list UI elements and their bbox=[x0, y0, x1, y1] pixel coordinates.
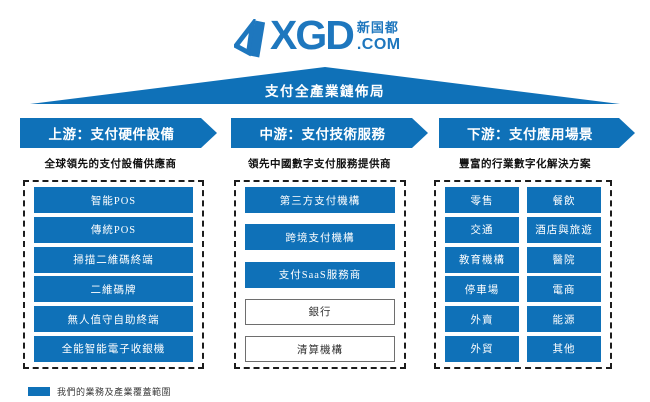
downstream-item: 外賣 bbox=[445, 306, 519, 333]
subtitle-midstream: 領先中國數字支付服務提供商 bbox=[248, 158, 391, 170]
downstream-row: 零售 餐飲 bbox=[445, 187, 601, 213]
downstream-item: 醫院 bbox=[527, 246, 601, 273]
midstream-partner-item: 清算機構 bbox=[245, 336, 395, 362]
downstream-item: 其他 bbox=[527, 335, 601, 362]
legend: 我們的業務及產業覆蓋範圍 bbox=[28, 385, 171, 398]
upstream-item: 智能POS bbox=[34, 187, 193, 213]
banner-title: 支付全產業鏈佈局 bbox=[265, 84, 385, 99]
upstream-item: 掃描二維碼終端 bbox=[34, 246, 193, 273]
downstream-item: 酒店與旅遊 bbox=[527, 216, 601, 243]
midstream-item: 跨境支付機構 bbox=[245, 224, 395, 251]
midstream-item-stack: 第三方支付機構 跨境支付機構 支付SaaS服務商 銀行 清算機構 bbox=[245, 187, 395, 362]
midstream-item: 第三方支付機構 bbox=[245, 187, 395, 213]
subtitle-downstream: 豐富的行業數字化解決方案 bbox=[459, 158, 591, 170]
banner-roof: 支付全產業鏈佈局 bbox=[30, 67, 620, 104]
downstream-row: 交通 酒店與旅遊 bbox=[445, 216, 601, 243]
downstream-row: 外賣 能源 bbox=[445, 306, 601, 333]
downstream-item-grid: 零售 餐飲 交通 酒店與旅遊 教育機構 醫院 停車場 電商 外賣 能源 外貿 其… bbox=[445, 187, 601, 362]
midstream-group-box: 第三方支付機構 跨境支付機構 支付SaaS服務商 銀行 清算機構 bbox=[234, 180, 406, 369]
downstream-item: 停車場 bbox=[445, 276, 519, 303]
downstream-item: 能源 bbox=[527, 306, 601, 333]
downstream-row: 外貿 其他 bbox=[445, 335, 601, 362]
xgd-logo: XGD 新国都 .COM bbox=[234, 14, 401, 59]
legend-label: 我們的業務及產業覆蓋範圍 bbox=[57, 387, 172, 397]
header-downstream: 下游：支付應用場景 bbox=[439, 118, 635, 148]
downstream-item: 外貿 bbox=[445, 335, 519, 362]
downstream-row: 停車場 電商 bbox=[445, 276, 601, 303]
logo-brand-text: XGD bbox=[270, 12, 355, 58]
subtitle-upstream: 全球領先的支付設備供應商 bbox=[44, 158, 177, 170]
downstream-row: 教育機構 醫院 bbox=[445, 246, 601, 273]
logo-domain-text: .COM bbox=[356, 36, 401, 53]
downstream-item: 餐飲 bbox=[527, 187, 601, 213]
header-midstream: 中游：支付技術服務 bbox=[231, 118, 428, 148]
midstream-item: 支付SaaS服務商 bbox=[245, 261, 395, 288]
upstream-item: 傳統POS bbox=[34, 216, 193, 243]
downstream-item: 零售 bbox=[445, 187, 519, 213]
header-upstream: 上游：支付硬件設備 bbox=[20, 118, 217, 148]
legend-color-swatch bbox=[28, 387, 50, 396]
upstream-item: 二維碼牌 bbox=[34, 276, 193, 303]
midstream-partner-item: 銀行 bbox=[245, 298, 395, 325]
upstream-group-box: 智能POS 傳統POS 掃描二維碼終端 二維碼牌 無人值守自助終端 全能智能電子… bbox=[23, 180, 204, 369]
downstream-item: 交通 bbox=[445, 216, 519, 243]
logo-suffix-block: 新国都 .COM bbox=[357, 21, 401, 53]
xgd-logo-icon bbox=[234, 19, 266, 58]
upstream-item: 無人值守自助終端 bbox=[34, 306, 193, 333]
downstream-item: 教育機構 bbox=[445, 246, 519, 273]
downstream-group-box: 零售 餐飲 交通 酒店與旅遊 教育機構 醫院 停車場 電商 外賣 能源 外貿 其… bbox=[434, 180, 612, 369]
downstream-item: 電商 bbox=[527, 276, 601, 303]
upstream-item: 全能智能電子收銀機 bbox=[34, 335, 193, 362]
logo-cn-text: 新国都 bbox=[356, 20, 399, 35]
upstream-item-stack: 智能POS 傳統POS 掃描二維碼終端 二維碼牌 無人值守自助終端 全能智能電子… bbox=[34, 187, 193, 362]
